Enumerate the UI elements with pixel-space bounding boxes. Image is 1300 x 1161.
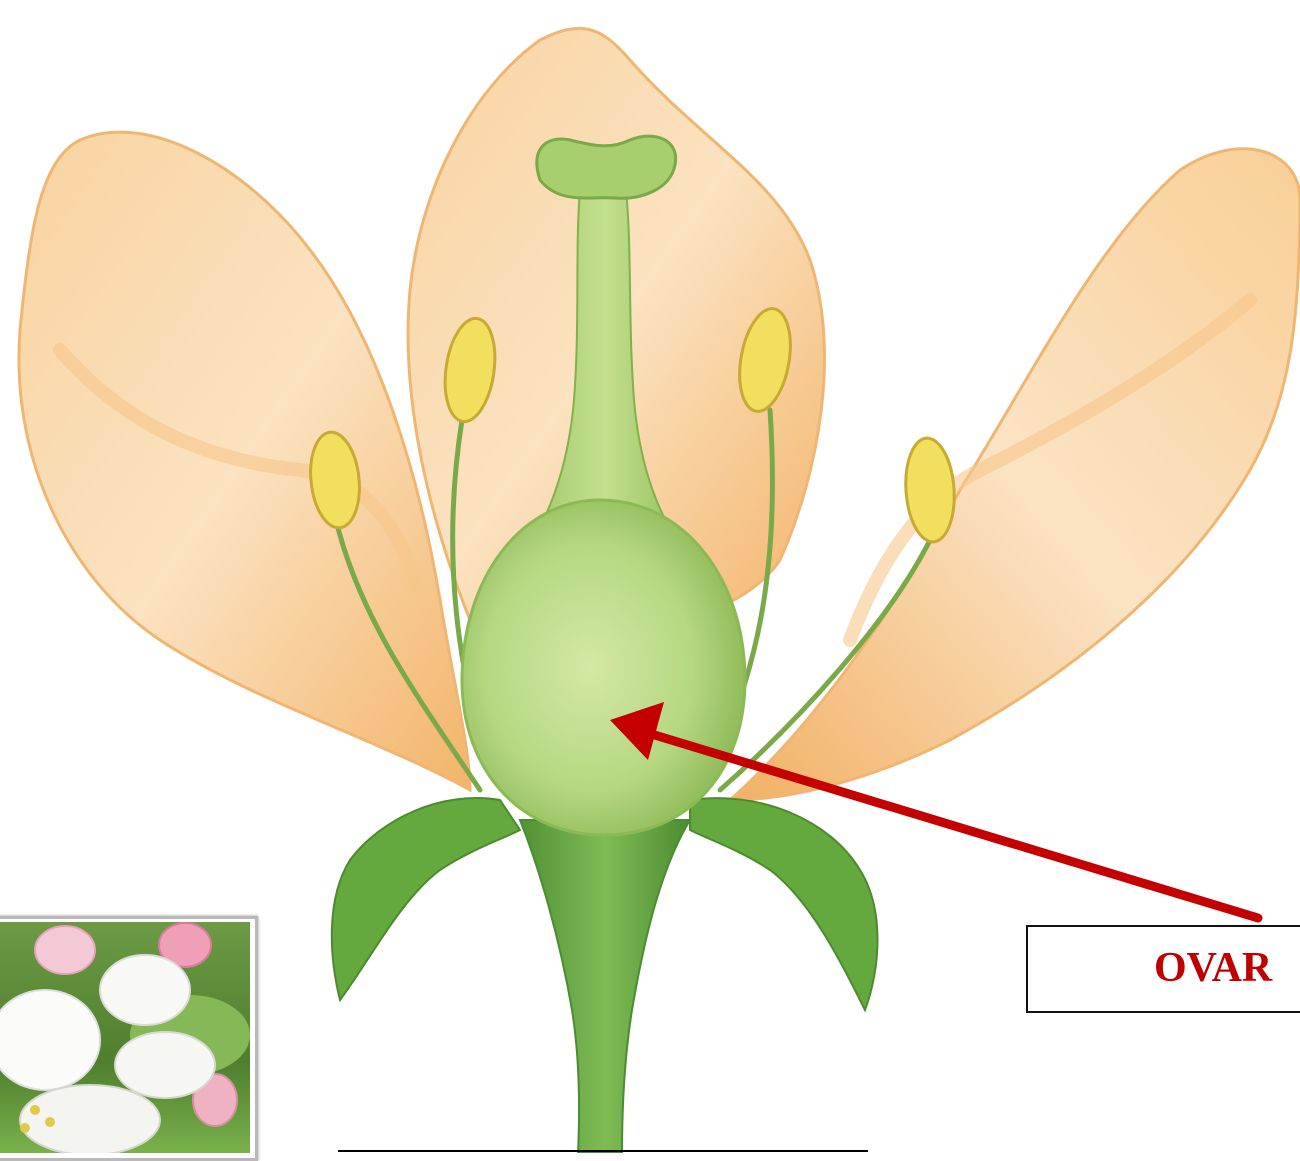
ovary-label: OVAR: [1154, 945, 1272, 991]
label-box: OVAR: [1026, 925, 1300, 1013]
sepal-left: [332, 798, 520, 1000]
answer-underline: [338, 1150, 868, 1152]
stem: [520, 820, 690, 1153]
sepal-right: [690, 798, 878, 1010]
petal-right: [730, 149, 1300, 800]
stigma: [537, 136, 676, 198]
ovary: [462, 500, 745, 835]
photo-frame: [0, 916, 258, 1161]
